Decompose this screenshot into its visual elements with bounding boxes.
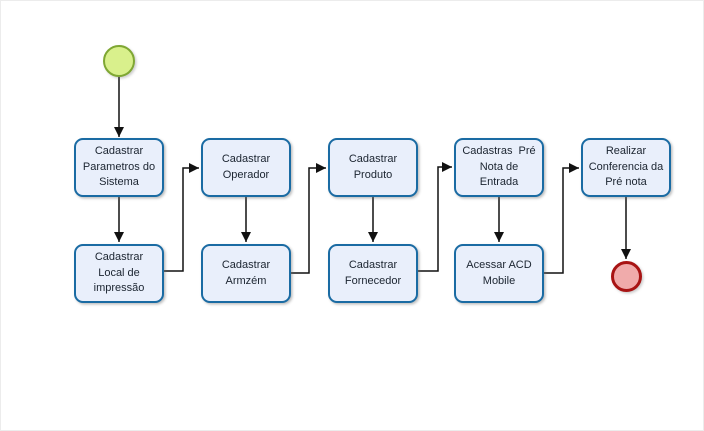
flow-arrow-acd-mobile-to-conferencia [544, 163, 579, 274]
end-event [611, 261, 642, 292]
task-cadastrar-armzem: Cadastrar Armzém [201, 244, 291, 303]
task-cadastrar-local-de-impressao: Cadastrar Local de impressão [74, 244, 164, 303]
task-cadastrar-fornecedor: Cadastrar Fornecedor [328, 244, 418, 303]
start-event [103, 45, 135, 77]
flow-arrow-local-impressao-to-operador [164, 163, 199, 272]
task-cadastrar-operador: Cadastrar Operador [201, 138, 291, 197]
task-cadastrar-parametros-do-sistema: Cadastrar Parametros do Sistema [74, 138, 164, 197]
task-acessar-acd-mobile: Acessar ACD Mobile [454, 244, 544, 303]
task-cadastras-pre-nota-de-entrada: Cadastras Pré Nota de Entrada [454, 138, 544, 197]
flow-arrow-armzem-to-produto [291, 163, 326, 274]
task-cadastrar-produto: Cadastrar Produto [328, 138, 418, 197]
flow-arrow-fornecedor-to-pre-nota [418, 162, 452, 272]
task-realizar-conferencia-da-pre-nota: Realizar Conferencia da Pré nota [581, 138, 671, 197]
